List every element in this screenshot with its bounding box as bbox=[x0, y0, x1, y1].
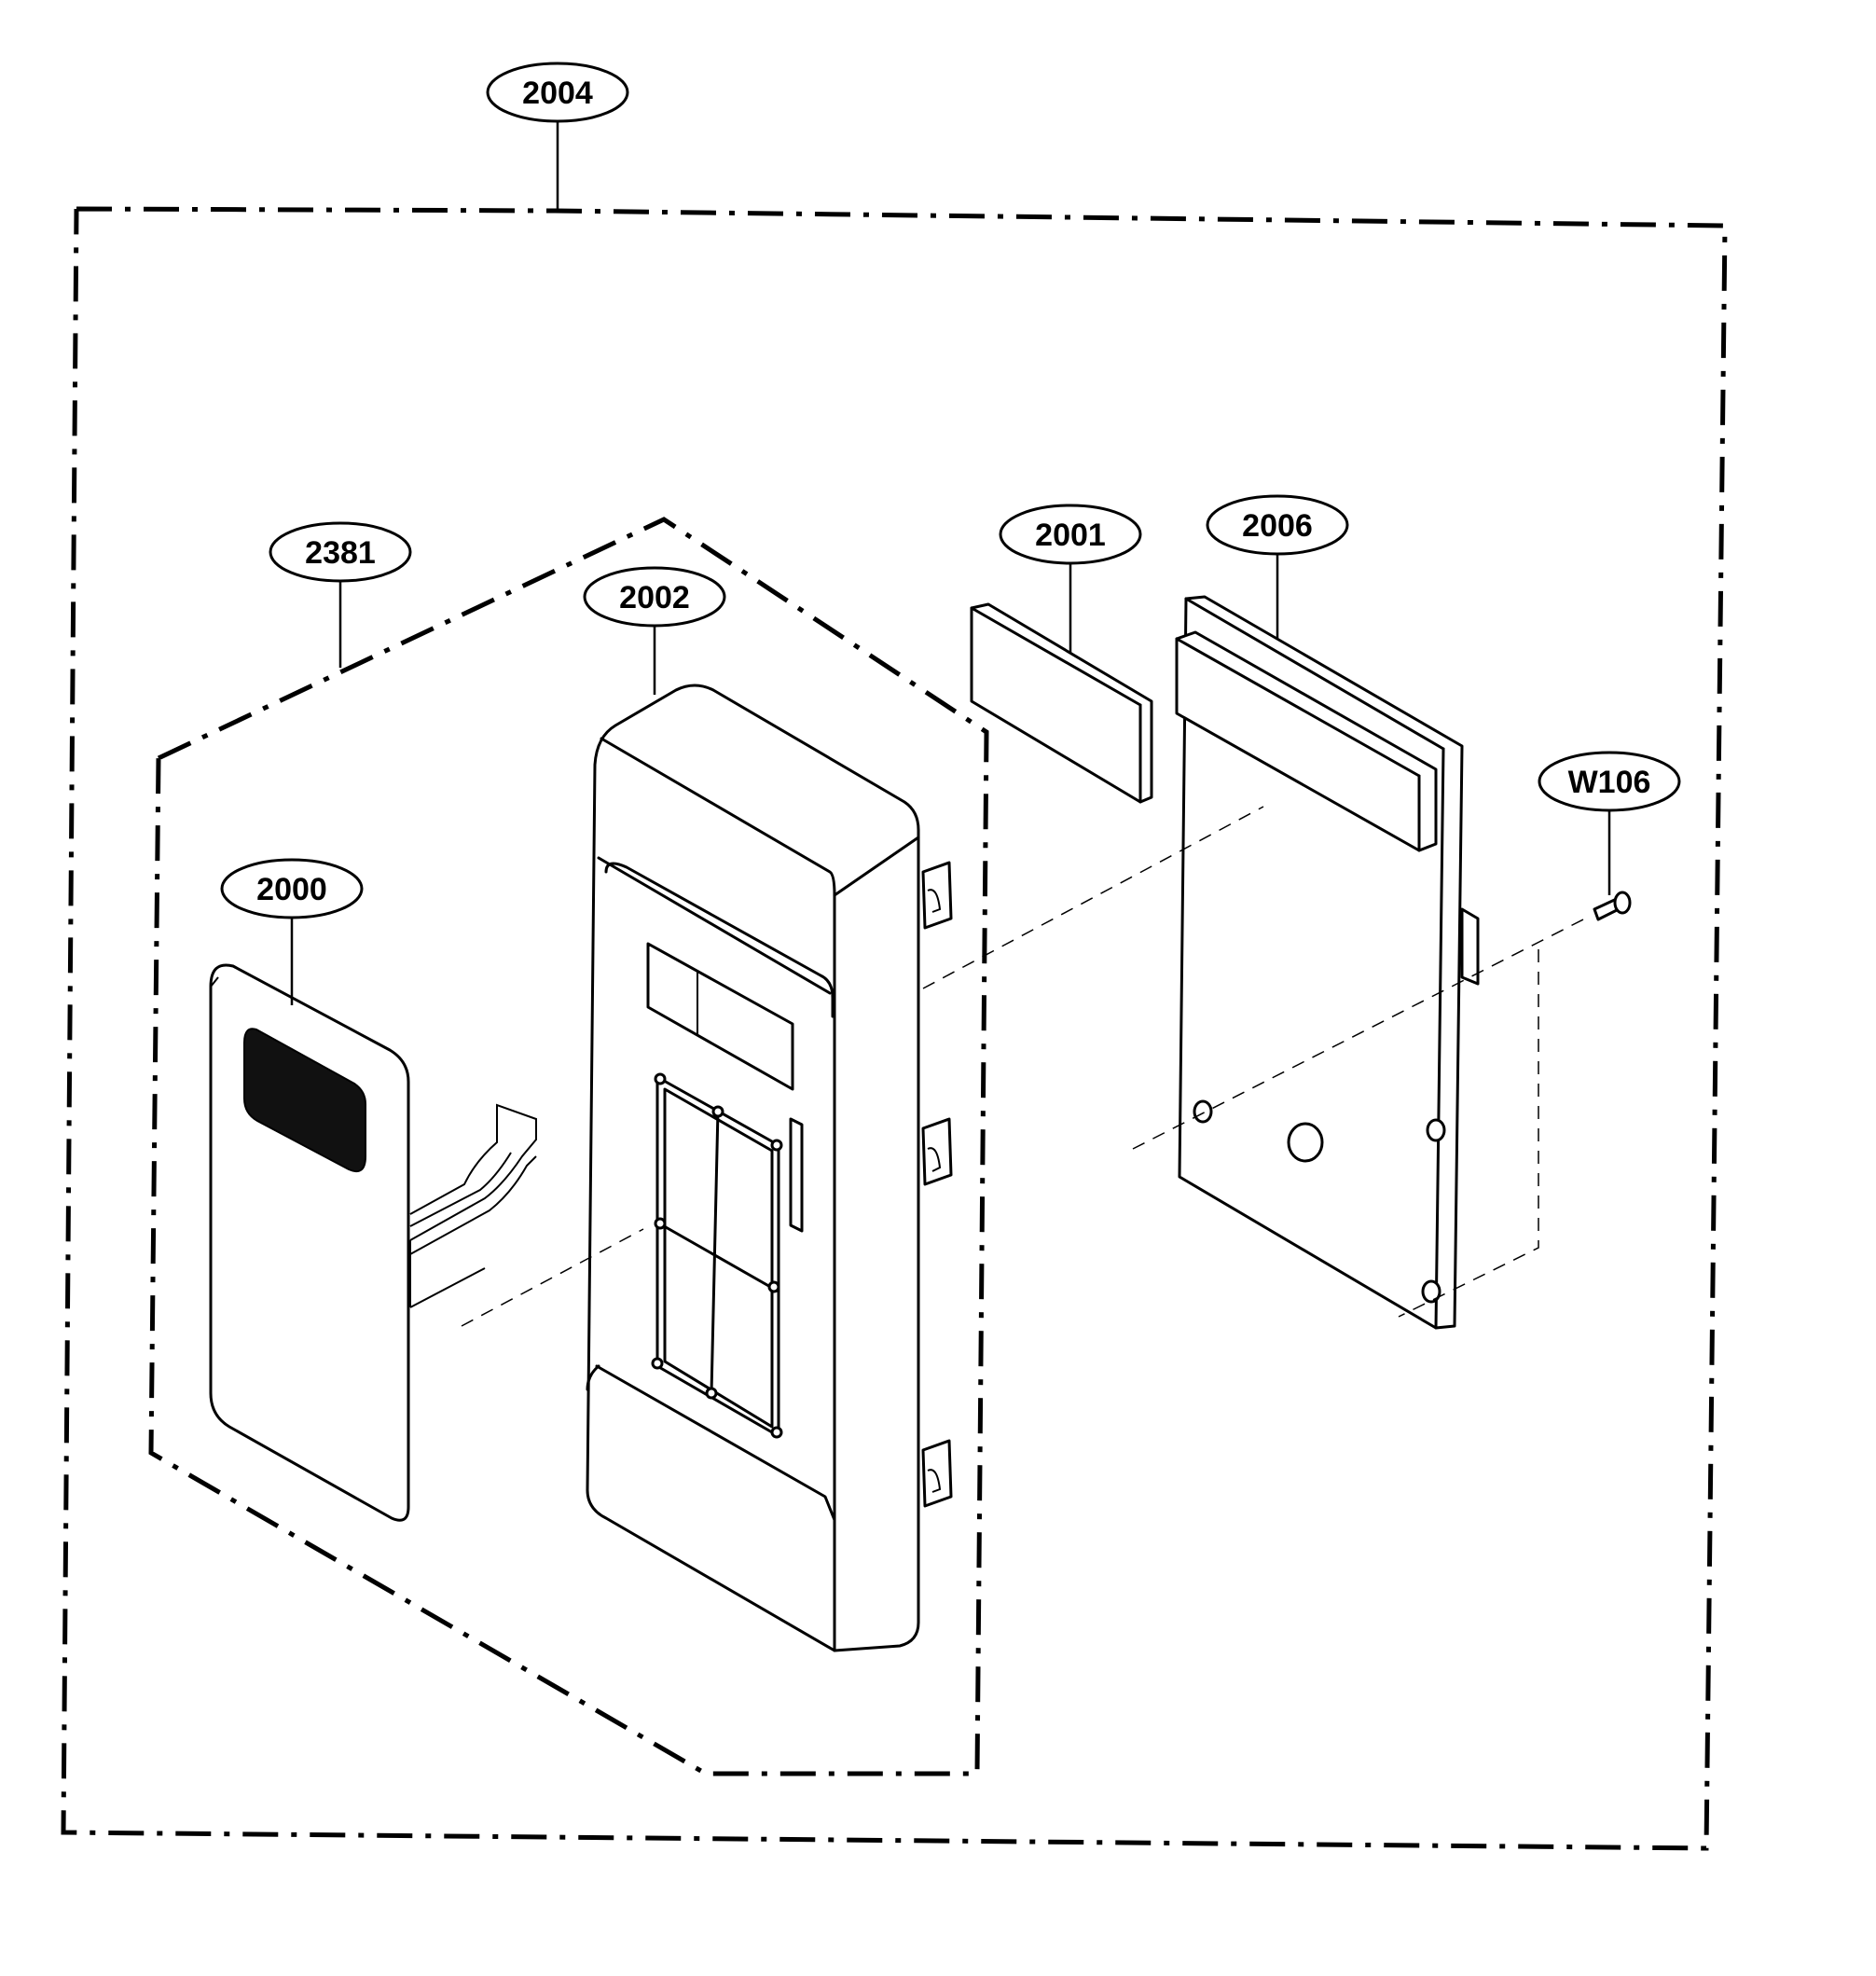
callout-2381: 2381 bbox=[269, 521, 412, 583]
callout-2006: 2006 bbox=[1206, 494, 1349, 556]
callout-label: 2004 bbox=[522, 76, 593, 111]
callout-label: 2000 bbox=[256, 872, 327, 907]
callout-2001: 2001 bbox=[999, 504, 1142, 565]
screw-part bbox=[1593, 891, 1632, 921]
outer-assembly-boundary bbox=[61, 206, 1728, 1851]
callout-label: W106 bbox=[1568, 765, 1651, 800]
callout-2004: 2004 bbox=[486, 62, 629, 123]
callout-label: 2001 bbox=[1035, 518, 1106, 553]
pcb-assembly-part bbox=[1175, 595, 1480, 1330]
callout-label: 2006 bbox=[1242, 508, 1313, 544]
inner-assembly-boundary bbox=[148, 517, 989, 1776]
callout-label: 2002 bbox=[619, 580, 690, 615]
control-frame-part bbox=[586, 684, 953, 1652]
membrane-switch-part bbox=[209, 963, 537, 1522]
assembly-lines bbox=[461, 806, 1586, 1327]
display-window-part bbox=[970, 602, 1153, 804]
callout-2000: 2000 bbox=[220, 858, 364, 919]
leader-lines bbox=[290, 121, 1611, 1005]
callout-2002: 2002 bbox=[583, 566, 726, 628]
callout-w106: W106 bbox=[1538, 751, 1681, 812]
callout-label: 2381 bbox=[305, 535, 376, 571]
